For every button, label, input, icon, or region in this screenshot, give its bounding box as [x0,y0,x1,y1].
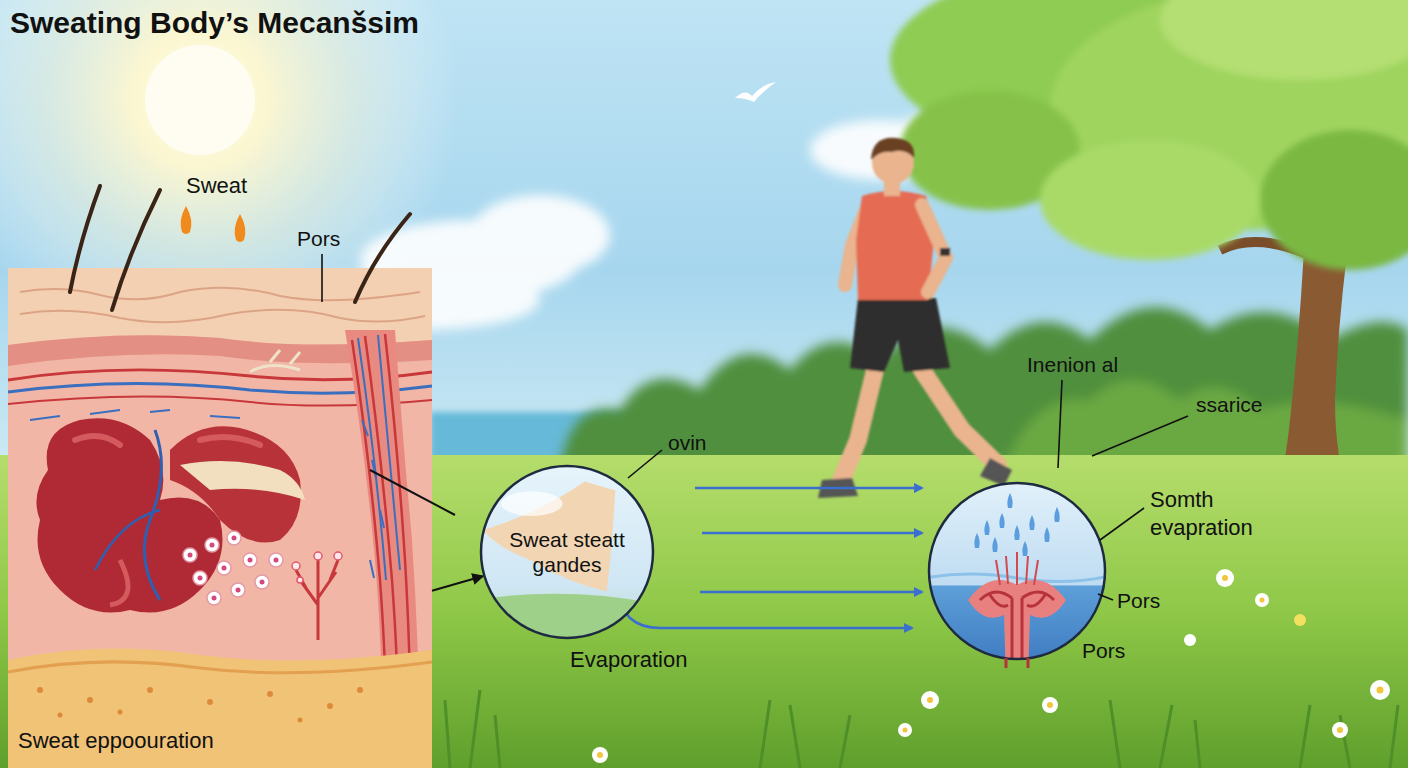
label-holder: Pors [297,226,340,252]
skin-cross-section [8,268,432,768]
label-holder: ssarice [1196,392,1263,418]
connector-arrow [432,576,482,590]
label-holder: Somth evapration [1150,486,1275,541]
label-holder: Sweat [186,172,247,200]
flowers [592,569,1390,763]
label-holder: ovin [668,430,707,456]
grass-blades [445,690,1398,768]
runner [818,138,1012,498]
circle-text: Sweat steatt gandes [497,527,637,577]
callout-label: ovin [668,430,707,456]
callout-label: Inenion al [1027,352,1118,378]
label-holder: Inenion al [1027,352,1118,378]
closeup-circle-shape [479,464,655,640]
pore-label: Pors [1117,588,1160,614]
label-holder: Evaporation [570,646,687,674]
evaporation-label: Evaporation [570,646,687,674]
label-holder: Pors [1082,638,1125,664]
skin-panel: Sweat eppoouration [8,268,432,768]
sweat-label: Sweat [186,172,247,200]
callout-label: ssarice [1196,392,1263,418]
title-holder: Sweating Body’s Mecanšsim [10,6,419,40]
sweat-drops [181,206,246,242]
pore-label: Pors [1082,638,1125,664]
bird [735,82,776,102]
pore-label: Pors [297,226,340,252]
label-holder: Pors [1117,588,1160,614]
evaporation-label: Somth evapration [1150,486,1275,541]
diagram-title: Sweating Body’s Mecanšsim [10,6,419,40]
gland-closeup-circle: Sweat steatt gandes [479,464,655,640]
hairs [70,186,410,310]
flow-arrows [616,488,922,628]
panel-caption: Sweat eppoouration [18,728,214,754]
tree [890,0,1408,495]
